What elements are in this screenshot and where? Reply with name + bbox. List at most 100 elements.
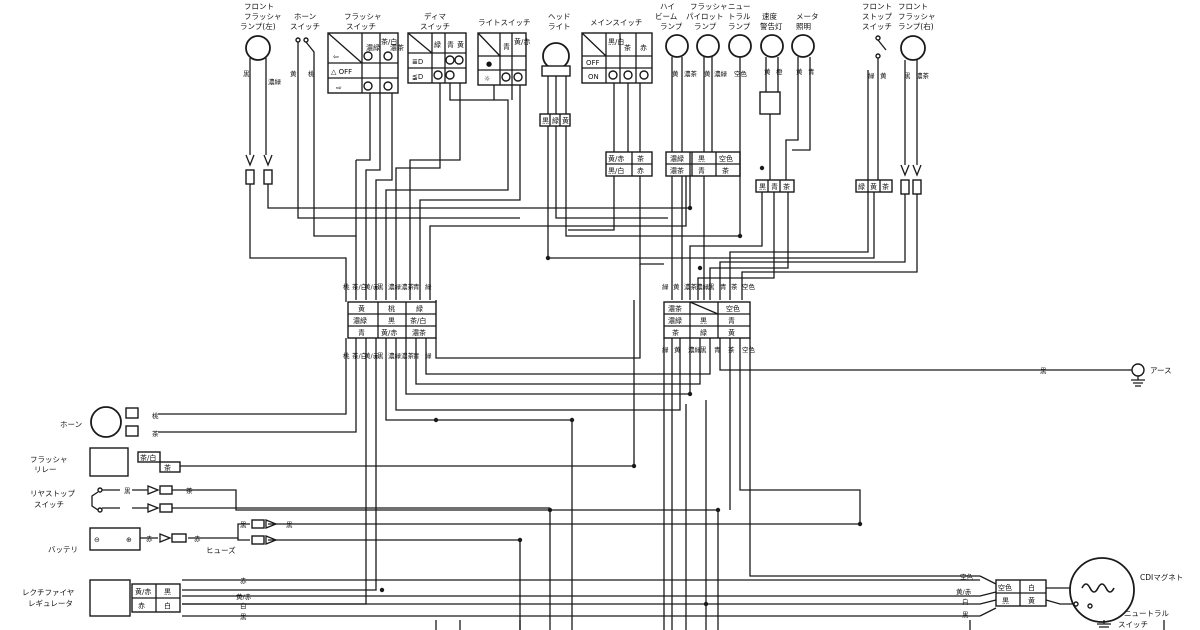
svg-text:黒: 黒 <box>698 155 705 163</box>
svg-text:スイッチ: スイッチ <box>862 22 892 31</box>
neutral-lamp-bulb <box>728 34 752 58</box>
battery: ⊖ ⊕ 赤 赤 黒 黒 <box>89 519 293 551</box>
headlight-bulb <box>541 42 571 77</box>
label-flasher-pilot-lamp: フラッシャ パイロット ランプ <box>686 2 728 31</box>
svg-text:緑: 緑 <box>434 40 441 49</box>
svg-text:黄/赤: 黄/赤 <box>514 37 530 46</box>
svg-text:濃緑: 濃緑 <box>670 154 684 163</box>
rectifier-regulator: 黄/赤 黒 赤 白 赤 黄/赤 白 黒 <box>89 577 252 621</box>
flasher-pilot-lamp-bulb <box>696 34 720 58</box>
svg-text:茶: 茶 <box>637 154 644 163</box>
dimmer-switch-box: 緑 青 黄 ≣D ≨D <box>407 32 467 84</box>
svg-text:緑: 緑 <box>425 282 432 291</box>
svg-text:空色: 空色 <box>719 154 733 163</box>
svg-text:黒: 黒 <box>124 487 131 495</box>
svg-text:リレー: リレー <box>34 465 57 474</box>
svg-text:青: 青 <box>714 345 721 354</box>
label-main-switch: メインスイッチ <box>590 18 642 27</box>
svg-text:黄: 黄 <box>290 69 297 78</box>
svg-text:黒: 黒 <box>1002 597 1009 605</box>
svg-text:黒: 黒 <box>904 72 911 80</box>
svg-text:パイロット: パイロット <box>686 12 724 21</box>
svg-text:空色: 空色 <box>726 304 740 313</box>
svg-text:フラッシャ: フラッシャ <box>244 12 282 21</box>
svg-text:照明: 照明 <box>796 22 811 31</box>
svg-text:白: 白 <box>962 597 969 606</box>
svg-text:空色: 空色 <box>734 69 748 78</box>
svg-text:赤: 赤 <box>146 535 153 543</box>
svg-text:茶: 茶 <box>722 166 729 175</box>
svg-text:リヤストップ: リヤストップ <box>30 489 75 498</box>
label-high-beam-lamp: ハイ ビーム ランプ <box>655 2 683 31</box>
svg-text:ON: ON <box>588 73 599 81</box>
svg-text:黒: 黒 <box>700 346 707 354</box>
speed-warning-unit <box>759 91 781 115</box>
svg-text:黄: 黄 <box>870 182 877 191</box>
svg-text:桃: 桃 <box>152 411 159 420</box>
main-switch-box: 黒/白 茶 赤 OFF ON <box>581 32 653 84</box>
svg-text:茶: 茶 <box>152 429 159 438</box>
svg-text:緑: 緑 <box>868 71 875 80</box>
svg-text:黄: 黄 <box>1028 596 1035 605</box>
svg-text:空色: 空色 <box>742 345 756 354</box>
front-stop-switch <box>875 35 887 180</box>
svg-text:濃緑: 濃緑 <box>688 345 702 354</box>
meter-light-bulb <box>791 34 815 58</box>
label-horn-switch: ホーン スイッチ <box>290 12 320 31</box>
svg-text:スイッチ: スイッチ <box>34 500 64 509</box>
svg-text:黄/赤: 黄/赤 <box>381 328 397 337</box>
svg-text:青: 青 <box>808 67 815 76</box>
svg-text:茶/白: 茶/白 <box>410 316 426 325</box>
svg-text:茶: 茶 <box>728 345 735 354</box>
svg-text:白: 白 <box>1028 583 1035 592</box>
svg-text:フロント: フロント <box>244 2 274 11</box>
svg-text:ストップ: ストップ <box>862 12 892 21</box>
svg-text:黒: 黒 <box>759 183 766 191</box>
svg-text:ビーム: ビーム <box>655 12 677 21</box>
junction-dots <box>379 165 863 607</box>
svg-text:濃緑: 濃緑 <box>388 282 402 291</box>
svg-text:フロント: フロント <box>862 2 892 11</box>
svg-text:☼: ☼ <box>484 75 490 83</box>
svg-text:茶: 茶 <box>186 486 193 495</box>
svg-text:黒: 黒 <box>240 521 247 529</box>
svg-text:緑: 緑 <box>416 304 423 313</box>
right-flasher-wire-labels: 緑 黄 黒 濃茶 <box>868 71 930 80</box>
svg-text:スイッチ: スイッチ <box>346 22 376 31</box>
svg-text:濃緑: 濃緑 <box>714 69 728 78</box>
svg-text:茶: 茶 <box>731 282 738 291</box>
svg-text:空色: 空色 <box>960 572 974 581</box>
svg-text:⇦: ⇦ <box>333 53 339 61</box>
svg-text:⊖: ⊖ <box>94 536 100 544</box>
svg-text:橙: 橙 <box>776 67 783 76</box>
svg-text:黄: 黄 <box>672 69 679 78</box>
svg-text:警告灯: 警告灯 <box>760 21 783 31</box>
label-flasher-switch: フラッシャ スイッチ <box>344 12 382 31</box>
svg-text:メータ: メータ <box>796 12 819 21</box>
svg-text:黒: 黒 <box>1040 367 1047 375</box>
headlight-connector: 黒 緑 黄 <box>539 113 571 127</box>
svg-text:トラル: トラル <box>728 12 751 21</box>
svg-text:濃茶: 濃茶 <box>401 282 415 291</box>
svg-text:茶: 茶 <box>672 328 679 337</box>
svg-text:フラッシャ: フラッシャ <box>344 12 382 21</box>
svg-text:緑: 緑 <box>858 182 865 191</box>
label-flasher-relay: フラッシャ リレー <box>30 455 68 474</box>
svg-text:レクチファイヤ: レクチファイヤ <box>22 588 74 597</box>
svg-text:黄: 黄 <box>358 304 365 313</box>
label-front-flasher-left: フロント フラッシャ ランプ(左) <box>240 2 282 31</box>
svg-text:茶: 茶 <box>882 182 889 191</box>
right-main-top-pins: 緑 黄 濃茶 濃緑 黒 青 茶 空色 <box>662 282 756 291</box>
svg-text:赤: 赤 <box>194 535 201 543</box>
front-flasher-right-bulb <box>900 35 926 61</box>
front-flasher-left-bulb <box>245 35 271 66</box>
flasher-relay: 茶/白 茶 <box>89 447 181 477</box>
svg-text:ランプ(右): ランプ(右) <box>898 21 934 31</box>
svg-text:空色: 空色 <box>998 583 1012 592</box>
main-switch-connector: 黄/赤 茶 黒/白 赤 <box>605 151 653 177</box>
svg-text:赤: 赤 <box>240 577 247 585</box>
svg-text:⇨: ⇨ <box>336 84 342 92</box>
speed-warning-lamp-bulb <box>760 34 784 58</box>
svg-text:黒: 黒 <box>388 317 395 325</box>
